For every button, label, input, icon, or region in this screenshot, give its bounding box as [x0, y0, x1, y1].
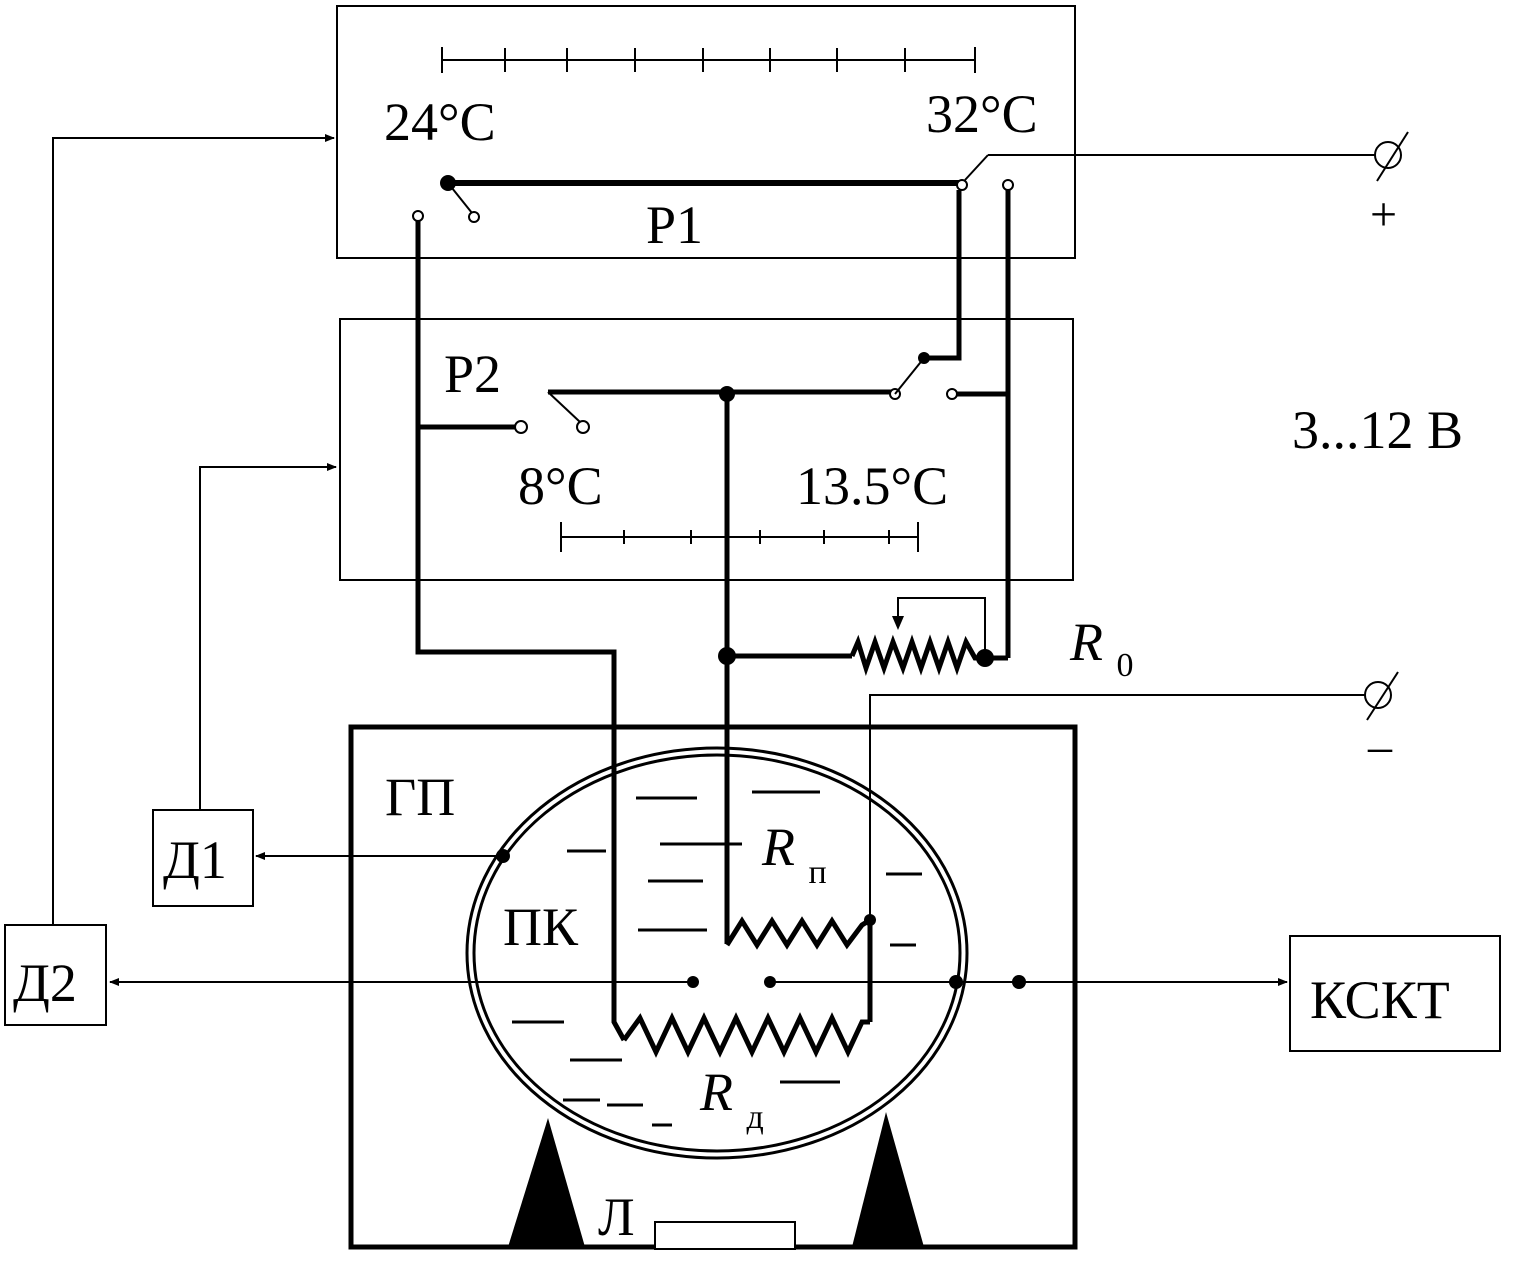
relay-p1-scale-min: 24°С: [384, 92, 496, 152]
chamber: ГП ПК Л: [348, 724, 1078, 1250]
relay-p2-label: Р2: [444, 344, 501, 404]
chamber-label: ГП: [385, 767, 455, 827]
resistor-r0-letter: R: [1069, 612, 1103, 672]
lamp-label: Л: [598, 1187, 635, 1247]
supply-voltage-label: 3...12 В: [1292, 400, 1463, 460]
lamp: [654, 1221, 796, 1250]
relay-p1-label: Р1: [646, 195, 703, 255]
sensor-d2: Д2: [4, 924, 107, 1026]
resistor-rd-label: R д: [699, 1062, 764, 1136]
resistor-rp-letter: R: [761, 817, 795, 877]
resistor-rd-letter: R: [699, 1062, 733, 1122]
terminal-plus-label: +: [1370, 188, 1397, 241]
relay-p1: 24°С 32°С Р1: [336, 5, 1076, 259]
sensor-d1: Д1: [152, 809, 254, 907]
resistor-r0: [892, 597, 986, 650]
terminal-plus: [1374, 141, 1402, 169]
terminal-minus-label: –: [1367, 720, 1393, 773]
relay-p2-scale: [560, 522, 919, 552]
liquid: [512, 790, 922, 1127]
relay-p2-scale-max: 13.5°С: [796, 456, 948, 516]
sensor-d2-label: Д2: [13, 953, 77, 1013]
vessel-label: ПК: [503, 897, 579, 957]
output-block: КСКТ: [1289, 935, 1501, 1052]
resistor-r0-sub: 0: [1117, 647, 1134, 684]
resistor-r0-label: R 0: [1069, 612, 1134, 684]
relay-p2-scale-min: 8°С: [518, 456, 603, 516]
relay-p1-scale: [441, 47, 976, 73]
resistor-rd-sub: д: [747, 1099, 764, 1136]
relay-p1-scale-max: 32°С: [926, 84, 1038, 144]
sensor-d1-label: Д1: [163, 830, 227, 890]
resistor-rp-label: R п: [761, 817, 827, 891]
resistor-rp-sub: п: [809, 854, 827, 891]
terminal-minus: [1364, 681, 1392, 709]
relay-p2: Р2 8°С 13.5°С: [339, 318, 1074, 581]
output-block-label: КСКТ: [1310, 970, 1450, 1030]
